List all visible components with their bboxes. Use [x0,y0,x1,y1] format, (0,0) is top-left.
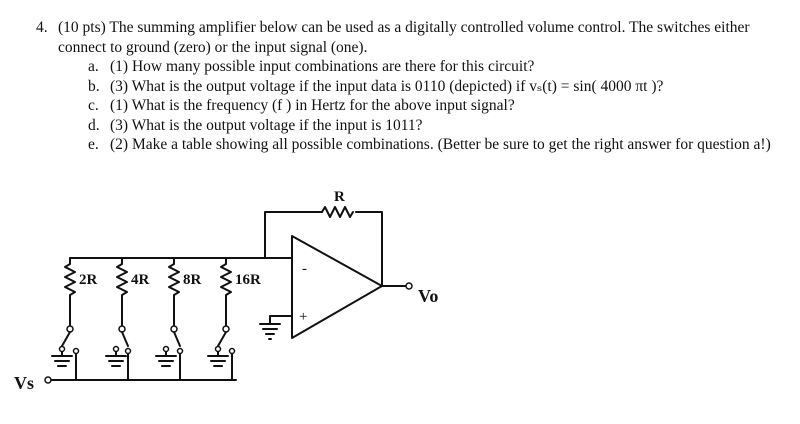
input-label: Vs [14,373,34,393]
problem-header: 4. (10 pts) The summing amplifier below … [36,18,786,57]
part-a: a. (1) How many possible input combinati… [88,57,786,77]
ground-icon [207,351,229,367]
part-c: c. (1) What is the frequency (f ) in Her… [88,96,786,116]
resistor-2r-label: 2R [79,272,98,288]
problem-parts: a. (1) How many possible input combinati… [36,57,786,155]
part-letter: c. [88,97,99,114]
feedback-resistor-zigzag [321,206,354,218]
switch-4-signal-contact [228,347,236,355]
problem-number: 4. [36,19,48,36]
resistor-2r-zigzag [64,257,76,303]
part-letter: d. [88,116,100,134]
part-d: d. (3) What is the output voltage if the… [88,116,786,136]
part-text: (3) What is the output voltage if the in… [110,116,423,134]
output-terminal [405,282,413,290]
switch-2-signal-contact [124,347,132,355]
part-text: (2) Make a table showing all possible co… [110,136,771,153]
switch-4-blade [217,331,227,347]
ground-icon [51,351,73,367]
part-text: (3) What is the output voltage if the in… [110,77,664,95]
ground-icon [259,323,281,340]
feedback-wire [264,211,383,287]
switch-3-signal-contact [176,347,184,355]
switch-2-ground-contact [112,345,120,353]
resistor-8r-zigzag [168,257,180,303]
resistor-8r-label: 8R [183,272,202,288]
resistor-4r-label: 4R [131,272,150,288]
resistor-4r-zigzag [116,257,128,303]
resistor-16r-zigzag [220,257,232,303]
ground-icon [155,351,177,367]
resistor-16r-label: 16R [235,272,261,288]
switch-1-blade [61,331,71,347]
problem-4: 4. (10 pts) The summing amplifier below … [36,18,786,155]
part-letter: a. [88,58,99,75]
part-letter: b. [88,77,100,95]
switch-4-ground-contact [214,345,222,353]
non-inverting-input-wire [269,315,293,325]
part-e: e. (2) Make a table showing all possible… [88,135,786,155]
part-text: (1) How many possible input combinations… [110,58,535,75]
input-terminal [44,376,52,384]
output-label: Vo [418,286,438,306]
part-letter: e. [88,136,99,153]
op-amp-plus-sign: + [299,309,307,325]
part-text: (1) What is the frequency (f ) in Hertz … [110,97,515,114]
switch-2-blade [121,331,129,347]
switch-1-signal-contact [72,347,80,355]
ground-icon [105,351,127,367]
problem-intro: (10 pts) The summing amplifier below can… [58,19,750,56]
switch-3-blade [173,331,181,347]
feedback-resistor-label: R [334,189,345,205]
op-amp-triangle [291,235,383,339]
switch-1-ground-contact [58,345,66,353]
part-b: b. (3) What is the output voltage if the… [88,77,786,97]
op-amp-minus-sign: - [302,261,307,277]
switch-3-ground-contact [162,345,170,353]
